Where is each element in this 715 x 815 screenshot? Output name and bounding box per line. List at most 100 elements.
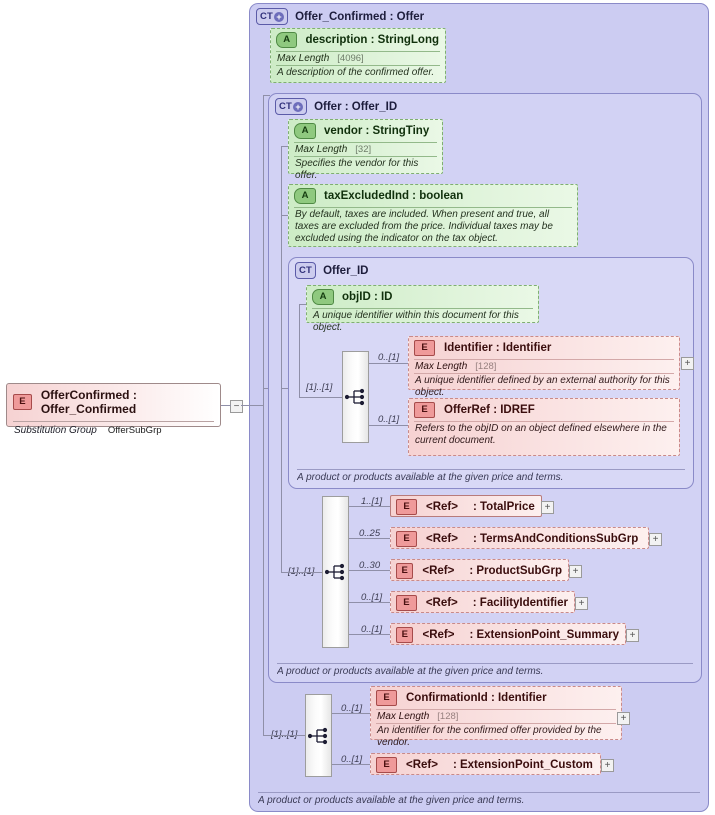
attribute-tax-excluded-ind-doc: By default, taxes are included. When pre… — [294, 207, 572, 247]
root-element-title: OfferConfirmed : Offer_Confirmed — [40, 388, 137, 416]
connector-seq-offer-to-extsummary — [349, 634, 390, 635]
element-ref-totalprice[interactable]: E <Ref> : TotalPrice — [390, 495, 542, 517]
cardinality-offer-id-sequence: [1]..[1] — [306, 382, 333, 393]
expand-product-button[interactable]: + — [569, 565, 582, 578]
cardinality-identifier: 0..[1] — [378, 352, 400, 363]
element-confirmation-id-title: ConfirmationId : Identifier — [406, 692, 547, 704]
plus-icon[interactable]: + — [274, 11, 285, 22]
root-element-offerconfirmed[interactable]: E OfferConfirmed : Offer_Confirmed Subst… — [6, 383, 221, 436]
element-ref-extsummary-header: E <Ref> : ExtensionPoint_Summary — [391, 624, 625, 646]
collapse-root-button[interactable]: − — [230, 400, 243, 413]
element-ref-product-header: E <Ref> : ProductSubGrp — [391, 560, 568, 582]
ct-badge-icon[interactable]: CT+ — [275, 98, 308, 115]
element-confirmation-id[interactable]: E ConfirmationId : Identifier Max Length… — [370, 686, 622, 748]
expand-totalprice-button[interactable]: + — [541, 501, 554, 514]
attribute-vendor-facet: Max Length[32] — [294, 142, 437, 156]
attribute-objid[interactable]: A objID : ID A unique identifier within … — [306, 285, 539, 333]
ct-badge-icon[interactable]: CT — [295, 262, 317, 279]
facet-name: Max Length — [377, 711, 430, 722]
complextype-offer-id-header: CT Offer_ID — [295, 262, 368, 279]
connector-offerid-to-objid — [299, 304, 306, 305]
expand-identifier-button[interactable]: + — [681, 357, 694, 370]
sequence-compositor-outer[interactable] — [305, 694, 332, 777]
expand-confirmation-id-button[interactable]: + — [617, 712, 630, 725]
element-offerref-title: OfferRef : IDREF — [444, 404, 535, 416]
complextype-offer-footer: A product or products available at the g… — [277, 663, 693, 677]
facet-value: [128] — [475, 361, 497, 372]
complextype-offer-confirmed-title: Offer_Confirmed : Offer — [295, 10, 425, 23]
sequence-icon — [344, 388, 364, 406]
cardinality-extsummary: 0..[1] — [361, 624, 383, 635]
plus-icon[interactable]: + — [293, 101, 304, 112]
element-identifier-header: E Identifier : Identifier — [409, 337, 679, 359]
sequence-compositor-offer-id[interactable] — [342, 351, 369, 443]
element-ref-terms-type: : TermsAndConditionsSubGrp — [472, 533, 639, 545]
element-ref-label: <Ref> — [406, 759, 438, 771]
element-ref-extensionpoint-summary[interactable]: E <Ref> : ExtensionPoint_Summary — [390, 623, 626, 645]
connector-seq-offer-to-product — [349, 570, 390, 571]
ct-badge-icon[interactable]: CT+ — [256, 8, 289, 25]
element-ref-label: <Ref> — [422, 629, 455, 641]
expand-extcustom-button[interactable]: + — [601, 759, 614, 772]
expand-terms-button[interactable]: + — [649, 533, 662, 546]
substitution-group-label: Substitution Group — [14, 425, 97, 436]
element-ref-extensionpoint-custom[interactable]: E <Ref> : ExtensionPoint_Custom — [370, 753, 601, 775]
connector-seq-offerid-to-identifier — [369, 363, 408, 364]
connector-offer-to-tax — [281, 215, 288, 216]
cardinality-totalprice: 1..[1] — [361, 496, 383, 507]
element-offerref[interactable]: E OfferRef : IDREF Refers to the objID o… — [408, 398, 680, 456]
connector-seq-offer-to-totalprice — [349, 506, 390, 507]
attribute-description-facet: Max Length[4096] — [276, 51, 440, 65]
element-badge-icon: E — [396, 499, 417, 515]
attribute-vendor-doc: Specifies the vendor for this offer. — [294, 156, 437, 184]
attribute-badge-icon: A — [312, 289, 334, 305]
facet-name: Max Length — [415, 361, 468, 372]
element-ref-facility-header: E <Ref> : FacilityIdentifier — [391, 592, 574, 614]
element-badge-icon: E — [396, 595, 417, 611]
attribute-vendor[interactable]: A vendor : StringTiny Max Length[32] Spe… — [288, 119, 443, 181]
connector-seq-offer-to-terms — [349, 538, 390, 539]
cardinality-terms: 0..25 — [359, 528, 381, 539]
element-identifier-facet: Max Length [128] — [414, 359, 674, 373]
element-ref-product-subgrp[interactable]: E <Ref> : ProductSubGrp — [390, 559, 569, 581]
connector-seq-offerid-to-offerref — [369, 425, 408, 426]
connector-offer-to-offer-seq — [281, 572, 322, 573]
attribute-vendor-header: A vendor : StringTiny — [289, 120, 442, 142]
element-identifier[interactable]: E Identifier : Identifier Max Length [128… — [408, 336, 680, 398]
cardinality-offerref: 0..[1] — [378, 414, 400, 425]
ct-badge-label: CT — [299, 264, 313, 276]
element-identifier-doc: A unique identifier defined by an extern… — [414, 373, 674, 401]
attribute-badge-icon: A — [294, 188, 316, 204]
attribute-description-doc: A description of the confirmed offer. — [276, 65, 440, 81]
element-confirmation-id-facet: Max Length [128] — [376, 709, 616, 723]
connector-trunk-entry — [241, 405, 263, 406]
expand-extsummary-button[interactable]: + — [626, 629, 639, 642]
cardinality-facility: 0..[1] — [361, 592, 383, 603]
attribute-tax-excluded-ind[interactable]: A taxExcludedInd : boolean By default, t… — [288, 184, 578, 247]
cardinality-confirmation-id: 0..[1] — [341, 703, 363, 714]
complextype-offer-title: Offer : Offer_ID — [314, 100, 398, 113]
attribute-vendor-title: vendor : StringTiny — [324, 125, 430, 137]
element-badge-icon: E — [376, 690, 397, 706]
element-ref-extcustom-type: : ExtensionPoint_Custom — [452, 759, 593, 771]
facet-name: Max Length — [295, 144, 348, 155]
element-ref-label: <Ref> — [426, 533, 458, 545]
sequence-compositor-offer[interactable] — [322, 496, 349, 648]
facet-value: [128] — [437, 711, 459, 722]
expand-facility-button[interactable]: + — [575, 597, 588, 610]
complextype-offer-id-title: Offer_ID — [323, 264, 369, 277]
element-badge-icon: E — [13, 394, 32, 410]
element-ref-totalprice-type: : TotalPrice — [472, 501, 535, 513]
connector-offerid-trunk — [299, 304, 300, 397]
connector-seq-outer-to-confirmationid — [332, 713, 370, 714]
attribute-objid-header: A objID : ID — [307, 286, 538, 308]
element-ref-facility-identifier[interactable]: E <Ref> : FacilityIdentifier — [390, 591, 575, 613]
attribute-description[interactable]: A description : StringLong Max Length[40… — [270, 28, 446, 83]
connector-offer-trunk — [281, 146, 282, 572]
element-ref-label: <Ref> — [425, 597, 458, 609]
complextype-offer-id-footer: A product or products available at the g… — [297, 469, 685, 483]
element-badge-icon: E — [396, 627, 414, 643]
connector-outer-trunk — [263, 95, 264, 735]
element-ref-terms-and-conditions-subgrp[interactable]: E <Ref> : TermsAndConditionsSubGrp — [390, 527, 649, 549]
